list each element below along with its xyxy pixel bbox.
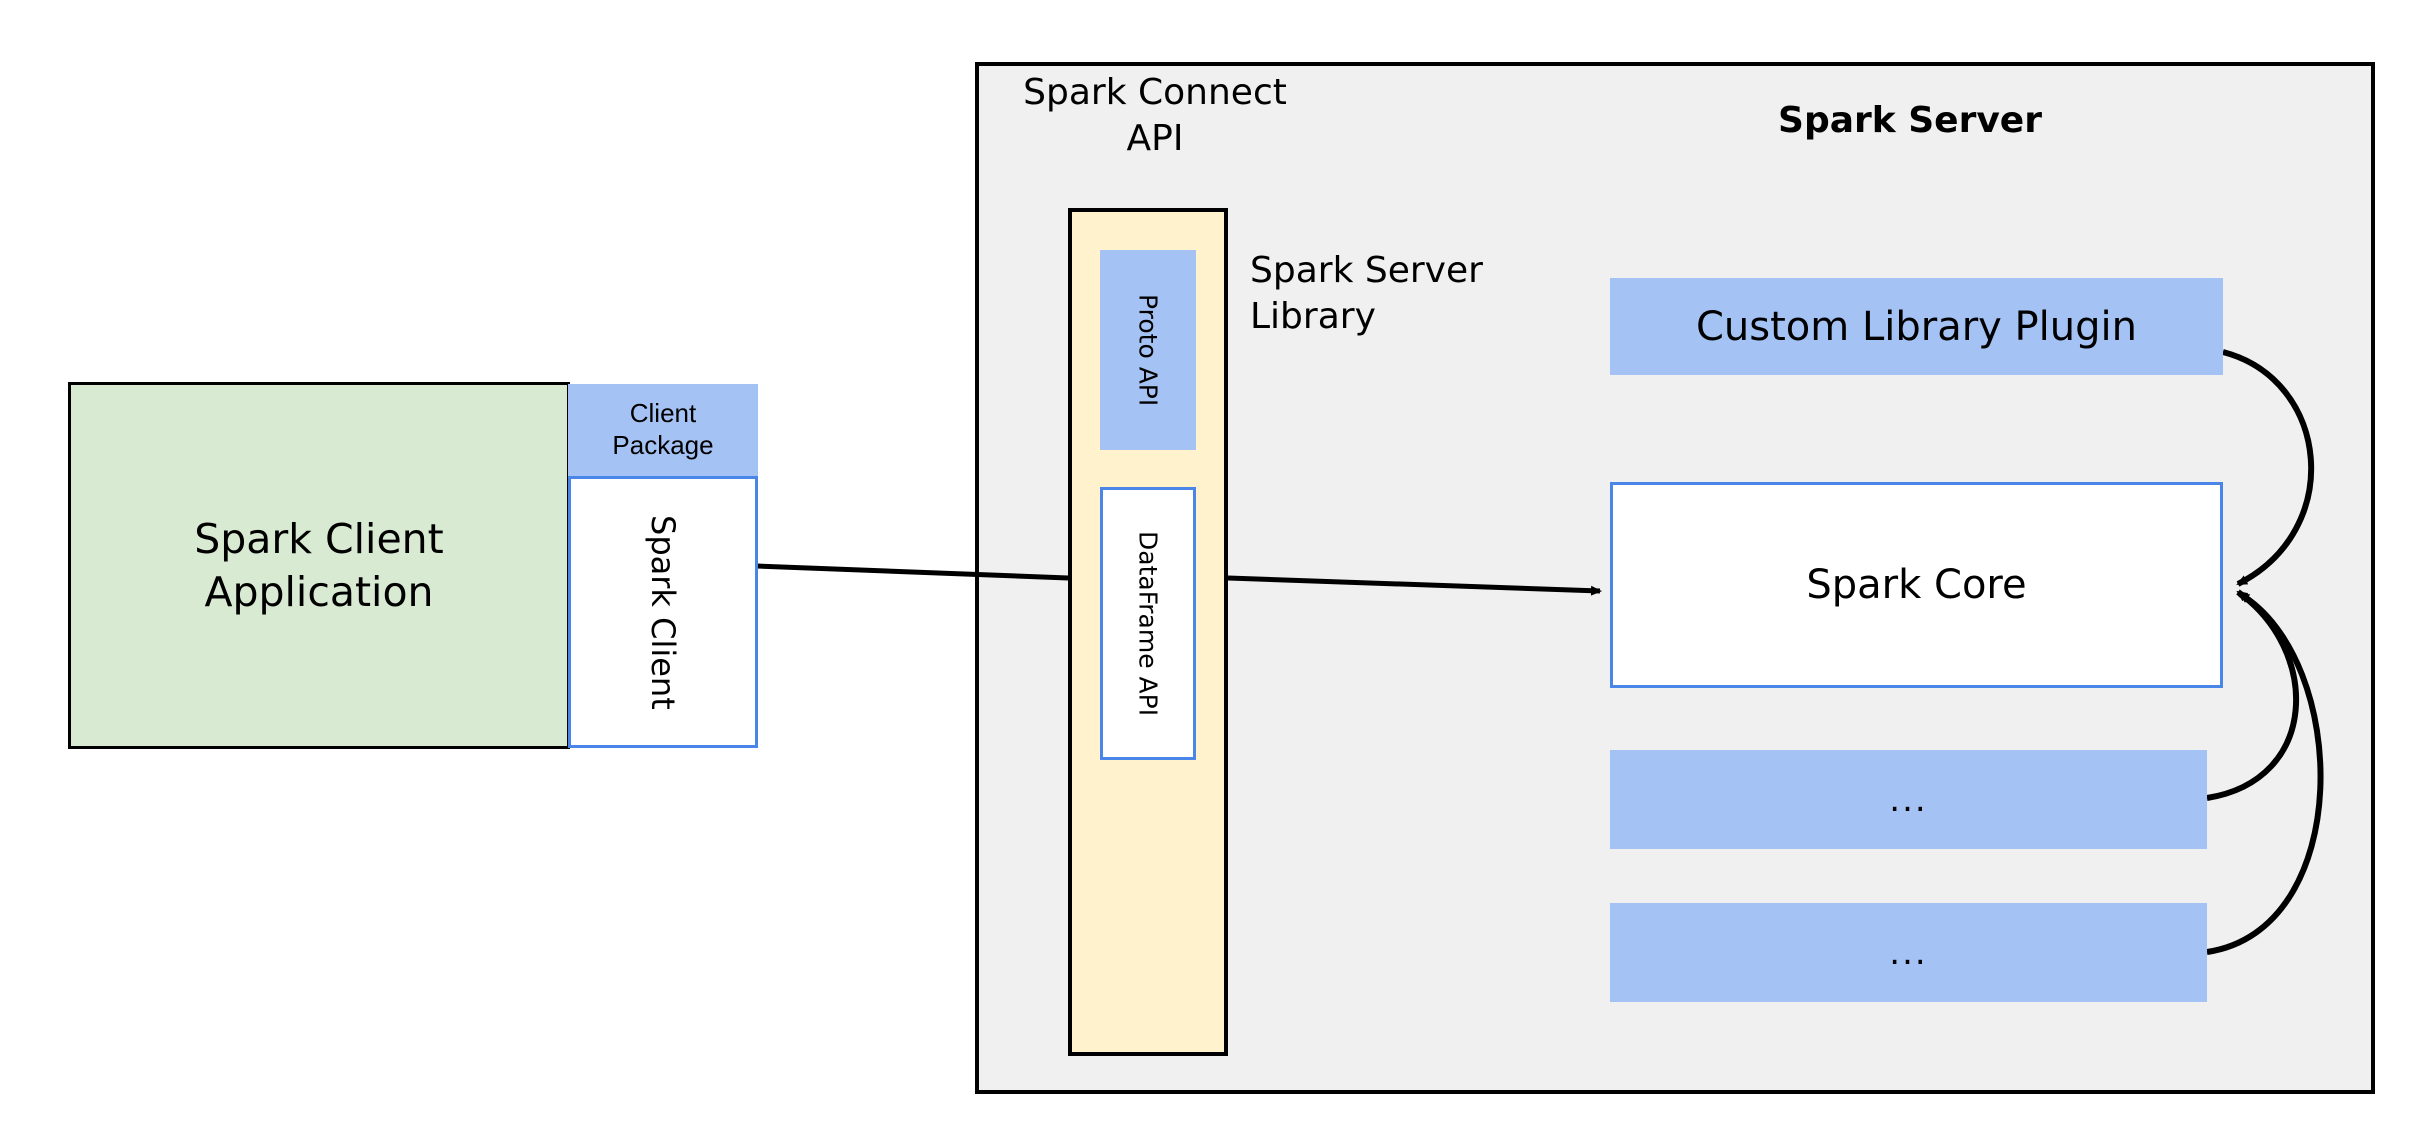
spark-client-label: Spark Client (644, 514, 682, 710)
spark-core-box[interactable]: Spark Core (1610, 482, 2223, 688)
placeholder-block-2-label: ... (1889, 932, 1928, 973)
dataframe-api-box[interactable]: DataFrame API (1100, 487, 1196, 760)
spark-server-library-text: Spark Server Library (1250, 250, 1483, 338)
spark-client-box[interactable]: Spark Client (568, 476, 758, 748)
custom-library-plugin-box[interactable]: Custom Library Plugin (1610, 278, 2223, 375)
spark-client-application-box[interactable]: Spark Client Application (68, 382, 570, 749)
spark-server-library-label: Spark Server Library (1250, 248, 1570, 340)
spark-connect-api-text: Spark Connect API (1023, 72, 1287, 160)
spark-client-application-label: Spark Client Application (194, 515, 444, 616)
dataframe-api-label: DataFrame API (1133, 530, 1163, 717)
spark-core-label: Spark Core (1806, 562, 2027, 608)
client-package-box[interactable]: Client Package (568, 384, 758, 476)
spark-server-title: Spark Server (1600, 100, 2220, 141)
spark-connect-api-column (1068, 208, 1228, 1056)
spark-server-title-text: Spark Server (1778, 100, 2042, 141)
placeholder-block-1-label: ... (1889, 779, 1928, 820)
proto-api-label: Proto API (1133, 293, 1163, 407)
placeholder-block-2[interactable]: ... (1610, 903, 2207, 1002)
custom-library-plugin-label: Custom Library Plugin (1696, 303, 2137, 350)
proto-api-box[interactable]: Proto API (1100, 250, 1196, 450)
client-package-label: Client Package (612, 398, 714, 460)
spark-connect-api-label: Spark Connect API (1010, 70, 1300, 162)
placeholder-block-1[interactable]: ... (1610, 750, 2207, 849)
